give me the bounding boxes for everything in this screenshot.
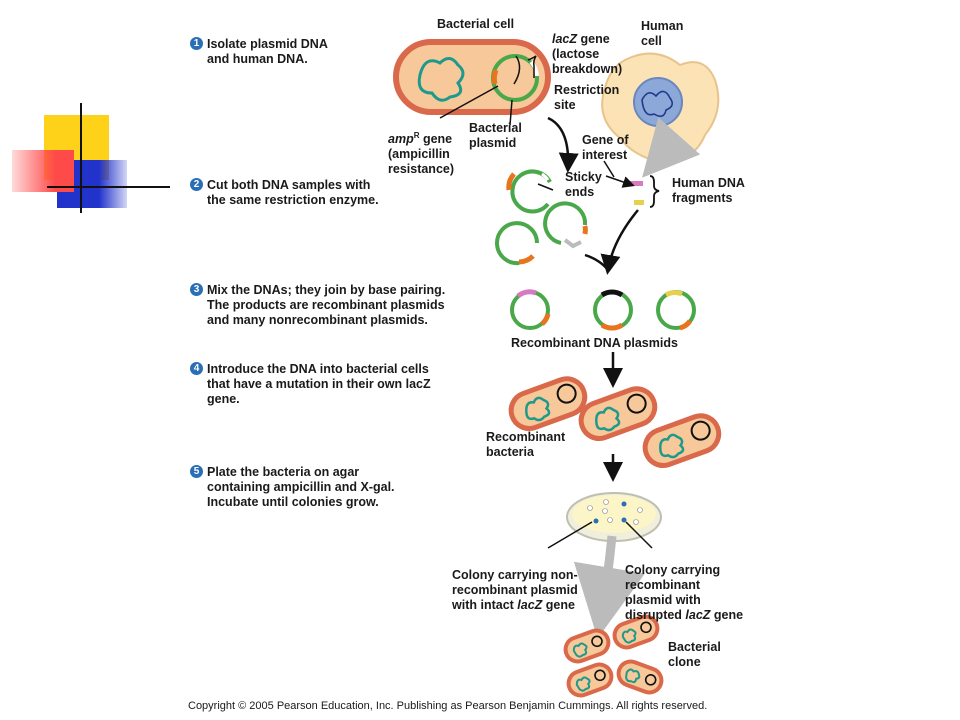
lacz-bracket <box>513 55 521 85</box>
deco-red-square <box>12 150 74 192</box>
label-colony-recombinant-lacz: lacZ <box>685 608 711 622</box>
arrow-to-recombinant <box>600 209 639 275</box>
label-ampr-sup: R <box>413 131 420 140</box>
deco-horizontal-line <box>47 186 170 188</box>
label-colony-recombinant: Colony carrying recombinant plasmid with… <box>625 548 743 623</box>
label-gene-of-interest: Gene of interest <box>582 133 629 162</box>
nucleus <box>633 77 683 127</box>
ampr-leader <box>439 85 499 119</box>
label-colony-nonrecombinant: Colony carrying non- recombinant plasmid… <box>452 553 578 613</box>
label-human-dna-fragments: Human DNA fragments <box>672 176 745 205</box>
label-lacz-gene-desc: (lactose breakdown) <box>552 47 623 76</box>
step-5-badge: 5 <box>190 465 203 478</box>
label-restriction-site: Restriction site <box>554 83 620 112</box>
step-4-text: Introduce the DNA into bacterial cells t… <box>207 362 431 406</box>
label-recombinant-bacteria: Recombinant bacteria <box>486 430 566 459</box>
arrow-human-to-cut <box>642 117 701 178</box>
gene-interest-leader <box>605 175 635 188</box>
label-ampr-gene: ampR gene (ampicillin resistance) <box>388 113 454 177</box>
label-bacterial-clone: Bacterial clone <box>668 640 721 669</box>
bacterial-cell <box>393 39 551 115</box>
label-ampr-rest: gene (ampicillin resistance) <box>388 132 455 177</box>
label-colony-nonrecombinant-lacz: lacZ <box>517 598 543 612</box>
nonrecombinant-leader <box>547 521 593 549</box>
ampr-segment <box>491 69 499 85</box>
label-colony-nonrecombinant-a: Colony carrying non- recombinant plasmid… <box>452 568 578 612</box>
label-colony-recombinant-b: gene <box>710 608 744 622</box>
step-3-text: Mix the DNAs; they join by base pairing.… <box>207 283 446 327</box>
plasmid-leader <box>509 99 513 126</box>
lacz-segment <box>529 60 539 77</box>
label-sticky-ends: Sticky ends <box>565 170 602 199</box>
label-recombinant-dna-plasmids: Recombinant DNA plasmids <box>511 336 678 350</box>
recombinant-plasmids <box>510 289 696 331</box>
step-5: 5 Plate the bacteria on agar containing … <box>190 465 460 510</box>
step-5-text: Plate the bacteria on agar containing am… <box>207 465 395 509</box>
step-1: 1 Isolate plasmid DNA and human DNA. <box>190 37 460 67</box>
label-colony-nonrecombinant-b: gene <box>542 598 575 612</box>
step-4-badge: 4 <box>190 362 203 375</box>
human-dna-fragments <box>630 181 644 205</box>
label-bacterial-plasmid: Bacterial plasmid <box>469 121 522 150</box>
label-human-cell: Human cell <box>641 19 684 48</box>
arrow-to-clone <box>573 535 645 639</box>
recombinant-leader <box>625 521 653 549</box>
cut-plasmids <box>495 169 588 266</box>
label-colony-recombinant-a: Colony carrying recombinant plasmid with… <box>625 563 721 622</box>
step-4: 4 Introduce the DNA into bacterial cells… <box>190 362 460 407</box>
bacterial-chromosome <box>417 57 465 102</box>
step-1-badge: 1 <box>190 37 203 50</box>
label-lacz-gene-word: gene <box>577 32 610 46</box>
step-2: 2 Cut both DNA samples with the same res… <box>190 178 460 208</box>
step-1-text: Isolate plasmid DNA and human DNA. <box>207 37 328 66</box>
step-3-badge: 3 <box>190 283 203 296</box>
step-2-badge: 2 <box>190 178 203 191</box>
label-lacz-gene-italic: lacZ <box>552 32 578 46</box>
petri-dish <box>566 492 662 542</box>
deco-vertical-line <box>80 103 82 213</box>
label-ampr-italic: amp <box>388 132 414 147</box>
copyright-notice: Copyright © 2005 Pearson Education, Inc.… <box>188 700 708 712</box>
recombinant-bacteria <box>508 376 722 468</box>
bacterial-clone <box>563 614 664 698</box>
arrow-plasmid-to-cut <box>547 116 579 173</box>
label-lacz-gene: lacZ gene(lactose breakdown) <box>552 17 622 77</box>
step-3: 3 Mix the DNAs; they join by base pairin… <box>190 283 460 328</box>
label-bacterial-cell: Bacterial cell <box>437 17 515 31</box>
sticky-ends-leader <box>537 183 554 191</box>
step-2-text: Cut both DNA samples with the same restr… <box>207 178 379 207</box>
fragments-brace <box>649 175 660 208</box>
human-chromosome <box>641 90 674 118</box>
